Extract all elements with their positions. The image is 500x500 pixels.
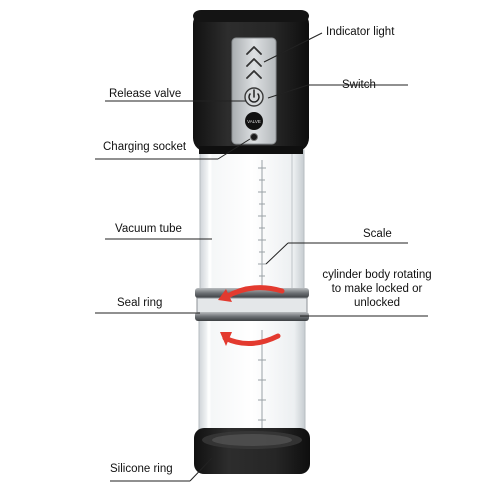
seal-ring	[195, 288, 309, 321]
leader-scale	[265, 242, 289, 265]
lower-tube	[198, 317, 306, 431]
chevron-up-icon	[246, 46, 262, 55]
valve-button-text: VALVE	[247, 119, 261, 124]
chevron-up-icon	[246, 70, 262, 79]
release-valve-button[interactable]: VALVE	[245, 112, 263, 130]
callout-seal-ring: Seal ring	[117, 297, 163, 309]
callout-scale: Scale	[363, 228, 392, 240]
leader-switch	[267, 84, 309, 99]
callout-switch: Switch	[342, 79, 376, 91]
callout-silicone-ring: Silicone ring	[110, 463, 173, 475]
leader-indicator-light	[263, 32, 323, 63]
charging-socket	[250, 133, 258, 141]
power-switch[interactable]	[244, 87, 264, 107]
vacuum-tube	[199, 149, 305, 293]
rotate-arrowhead-top	[218, 289, 232, 302]
callout-indicator-light: Indicator light	[326, 26, 395, 38]
chevron-up-icon	[246, 58, 262, 67]
callout-vacuum-tube: Vacuum tube	[115, 223, 182, 235]
rotate-arrow-icon	[222, 285, 285, 346]
callout-charging-socket: Charging socket	[103, 141, 187, 153]
callout-release-valve: Release valve	[109, 88, 182, 100]
rotate-arrowhead-bottom	[220, 332, 232, 346]
indicator-lights	[246, 46, 262, 79]
power-icon	[248, 93, 260, 103]
leader-lines	[95, 32, 428, 482]
callout-rotation-note: cylinder body rotating to make locked or…	[322, 269, 432, 309]
scale-marks	[258, 160, 266, 288]
silicone-ring	[194, 428, 310, 474]
